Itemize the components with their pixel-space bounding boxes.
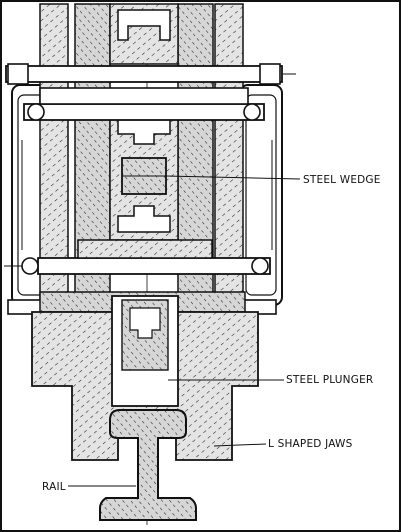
- rail-section: [68, 409, 197, 521]
- rail-label: RAIL: [42, 481, 66, 493]
- centre-upper-block: [109, 3, 179, 65]
- steel-plunger: [111, 295, 284, 407]
- second-bolt: [23, 87, 265, 121]
- steel-plunger-label: STEEL PLUNGER: [286, 374, 374, 386]
- top-bolt: [5, 63, 296, 85]
- steel-wedge-label: STEEL WEDGE: [303, 174, 381, 186]
- lower-bolt: [4, 239, 271, 275]
- l-shaped-jaws-label: L SHAPED JAWS: [268, 438, 353, 450]
- steel-wedge-leader: [165, 175, 301, 180]
- steel-wedge: [121, 157, 301, 195]
- l-shaped-jaws-leader: [213, 443, 267, 447]
